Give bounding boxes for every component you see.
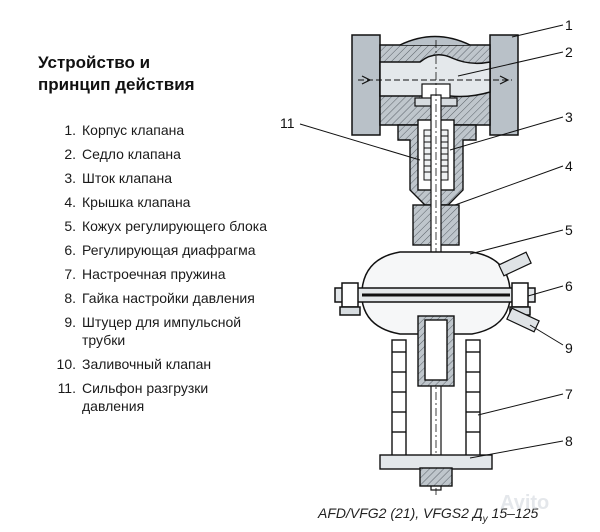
leader-lines bbox=[299, 24, 564, 459]
callout-5: 5 bbox=[565, 222, 573, 238]
legend-number: 11. bbox=[57, 380, 76, 396]
valve-body bbox=[351, 34, 519, 136]
parts-legend: 1. Корпус клапана 2. Седло клапана 3. Шток … bbox=[54, 121, 269, 421]
legend-text: Заливочный клапан bbox=[82, 356, 212, 372]
callout-1: 1 bbox=[565, 17, 573, 33]
legend-item-10: 10. Заливочный клапан bbox=[54, 355, 269, 373]
caption-range: 15–125 bbox=[487, 505, 539, 521]
legend-text: Крышка клапана bbox=[82, 194, 191, 210]
legend-text: Гайка настройки давления bbox=[82, 290, 255, 306]
callout-6: 6 bbox=[565, 278, 573, 294]
callout-8: 8 bbox=[565, 433, 573, 449]
legend-text: Регулирующая диафрагма bbox=[82, 242, 256, 258]
avito-watermark: Avito bbox=[500, 492, 550, 514]
legend-text: Штуцер для импульсной трубки bbox=[82, 314, 242, 348]
callout-3: 3 bbox=[565, 109, 573, 125]
legend-item-8: 8. Гайка настройки давления bbox=[54, 289, 269, 307]
callout-2: 2 bbox=[565, 44, 573, 60]
caption-subscript: у bbox=[482, 513, 488, 525]
legend-number: 10. bbox=[56, 356, 76, 372]
legend-number: 4. bbox=[64, 194, 76, 210]
legend-text: Седло клапана bbox=[82, 146, 181, 162]
left-bolt bbox=[341, 282, 359, 308]
title-line-1: Устройство и bbox=[38, 53, 151, 72]
legend-item-1: 1. Корпус клапана bbox=[54, 121, 269, 139]
legend-text: Корпус клапана bbox=[82, 122, 185, 138]
legend-item-11: 11. Сильфон разгрузки давления bbox=[54, 379, 269, 415]
legend-number: 7. bbox=[64, 266, 76, 282]
legend-item-6: 6. Регулирующая диафрагма bbox=[54, 241, 269, 259]
page-title: Устройство и принцип действия bbox=[38, 52, 268, 96]
left-flange bbox=[351, 34, 381, 136]
legend-item-5: 5. Кожух регулирующего блока bbox=[54, 217, 269, 235]
caption-main: AFD/VFG2 (21), VFGS2 Д bbox=[318, 505, 483, 521]
legend-number: 9. bbox=[64, 314, 76, 330]
body-top bbox=[399, 35, 471, 46]
legend-item-4: 4. Крышка клапана bbox=[54, 193, 269, 211]
legend-item-2: 2. Седло клапана bbox=[54, 145, 269, 163]
legend-number: 2. bbox=[64, 146, 76, 162]
legend-item-7: 7. Настроечная пружина bbox=[54, 265, 269, 283]
title-line-2: принцип действия bbox=[38, 75, 195, 94]
right-flange bbox=[489, 34, 519, 136]
spring-left bbox=[391, 339, 407, 461]
legend-number: 3. bbox=[64, 170, 76, 186]
flow-passage bbox=[379, 54, 491, 98]
actuator-housing bbox=[334, 251, 536, 335]
legend-item-3: 3. Шток клапана bbox=[54, 169, 269, 187]
callout-7: 7 bbox=[565, 386, 573, 402]
legend-item-9: 9. Штуцер для импульсной трубки bbox=[54, 313, 269, 349]
legend-number: 6. bbox=[64, 242, 76, 258]
legend-text: Шток клапана bbox=[82, 170, 173, 186]
legend-number: 1. bbox=[64, 122, 76, 138]
spring-right bbox=[465, 339, 481, 461]
spring-assembly bbox=[379, 315, 493, 487]
legend-text: Сильфон разгрузки давления bbox=[82, 380, 209, 414]
legend-number: 5. bbox=[64, 218, 76, 234]
legend-text: Кожух регулирующего блока bbox=[82, 218, 268, 234]
callout-9: 9 bbox=[565, 340, 573, 356]
right-bolt bbox=[511, 282, 529, 308]
legend-text: Настроечная пружина bbox=[82, 266, 226, 282]
callout-4: 4 bbox=[565, 158, 573, 174]
legend-number: 8. bbox=[64, 290, 76, 306]
figure-caption: AFD/VFG2 (21), VFGS2 Ду 15–125 bbox=[318, 505, 538, 525]
callout-11: 11 bbox=[280, 115, 295, 131]
